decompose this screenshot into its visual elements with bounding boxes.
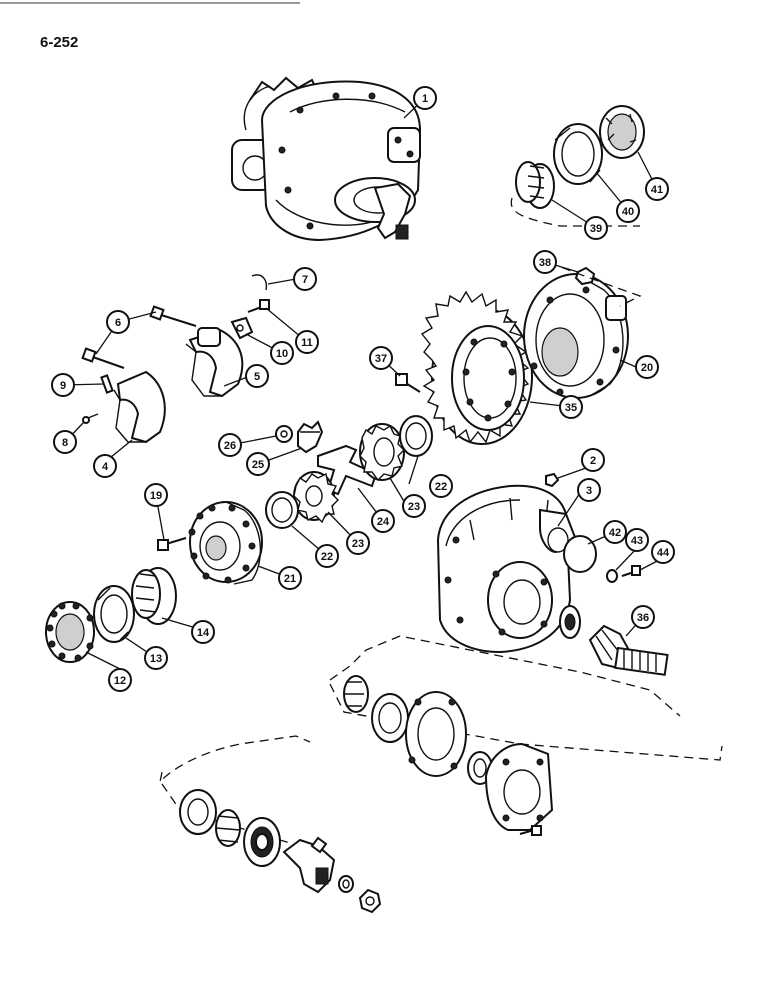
callout-label: 1 — [422, 93, 428, 105]
callout-label: 20 — [641, 362, 653, 374]
differential-carrier-half — [523, 273, 629, 399]
callout: 38 — [533, 250, 557, 274]
callout-label: 9 — [60, 380, 66, 392]
callout-label: 24 — [377, 516, 390, 528]
callout: 9 — [51, 373, 75, 397]
callout-label: 13 — [150, 653, 162, 665]
differential-housing — [436, 484, 581, 654]
bearing-caps-and-fasteners — [81, 274, 270, 444]
callout: 21 — [278, 566, 302, 590]
cover-plate — [563, 535, 597, 573]
cover-screw — [621, 565, 641, 577]
callout-label: 41 — [651, 184, 663, 196]
callout-label: 37 — [375, 353, 387, 365]
callout: 25 — [246, 452, 270, 476]
callout-label: 23 — [352, 538, 364, 550]
callout: 13 — [144, 646, 168, 670]
callout-label: 38 — [539, 257, 551, 269]
callout-label: 19 — [150, 490, 162, 502]
nut — [574, 266, 596, 286]
assembly-dashline-yoke — [159, 735, 311, 783]
assembly-dashline-39 — [510, 197, 640, 227]
callout: 24 — [371, 509, 395, 533]
carrier-bearings-12-14 — [45, 567, 177, 663]
callout: 26 — [218, 433, 242, 457]
washer — [606, 569, 618, 583]
callout: 8 — [53, 430, 77, 454]
callout: 22 — [315, 544, 339, 568]
yoke-and-seal-stack — [179, 789, 382, 914]
callout: 20 — [635, 355, 659, 379]
callout: 43 — [625, 528, 649, 552]
callout-label: 36 — [637, 612, 649, 624]
ring-gear — [420, 290, 533, 445]
callout-label: 5 — [254, 371, 260, 383]
callout: 39 — [584, 216, 608, 240]
callout: 2 — [581, 448, 605, 472]
callout: 7 — [293, 267, 317, 291]
callout: 6 — [106, 310, 130, 334]
callout-label: 23 — [408, 501, 420, 513]
callout: 23 — [346, 531, 370, 555]
callout: 36 — [631, 605, 655, 629]
callout: 44 — [651, 540, 675, 564]
callout-label: 42 — [609, 527, 621, 539]
callout-label: 2 — [590, 455, 596, 467]
callout-label: 8 — [62, 437, 68, 449]
differential-gears — [265, 415, 433, 529]
drive-pinion — [588, 624, 669, 676]
callout-label: 25 — [252, 459, 264, 471]
callout: 37 — [369, 346, 393, 370]
callout: 42 — [603, 520, 627, 544]
callout: 35 — [559, 395, 583, 419]
differential-assembly — [231, 76, 422, 242]
callout: 12 — [108, 668, 132, 692]
callout-label: 14 — [197, 627, 210, 639]
callout-label: 40 — [622, 206, 634, 218]
callout-label: 4 — [102, 461, 109, 473]
ring-gear-bolt — [395, 373, 421, 393]
callout-label: 44 — [657, 547, 670, 559]
callout: 19 — [144, 483, 168, 507]
callout: 40 — [616, 199, 640, 223]
callout-label: 43 — [631, 535, 643, 547]
assembly-dashline-pinion — [329, 635, 681, 717]
plug — [545, 472, 560, 488]
callout-label: 39 — [590, 223, 602, 235]
callout: 3 — [577, 478, 601, 502]
callout-label: 12 — [114, 675, 126, 687]
callout-label: 22 — [321, 551, 333, 563]
callout-label: 35 — [565, 402, 577, 414]
callout: 41 — [645, 177, 669, 201]
page-reference: 6-252 — [40, 34, 79, 51]
callout: 22 — [429, 474, 453, 498]
callout-label: 10 — [276, 348, 288, 360]
callout-label: 22 — [435, 481, 447, 493]
differential-case — [157, 501, 263, 585]
bearing-cup-and-cone-39-41 — [515, 105, 645, 209]
pinion-bearing-stack — [343, 675, 554, 836]
callout: 23 — [402, 494, 426, 518]
callout: 11 — [295, 330, 319, 354]
callout-label: 3 — [586, 485, 592, 497]
callout-label: 7 — [302, 274, 308, 286]
callout: 4 — [93, 454, 117, 478]
callout: 14 — [191, 620, 215, 644]
callout-label: 6 — [115, 317, 121, 329]
callout-label: 21 — [284, 573, 296, 585]
callout: 1 — [413, 86, 437, 110]
callout-label: 11 — [301, 337, 313, 349]
callout: 5 — [245, 364, 269, 388]
callout-label: 26 — [224, 440, 236, 452]
callout: 10 — [270, 341, 294, 365]
